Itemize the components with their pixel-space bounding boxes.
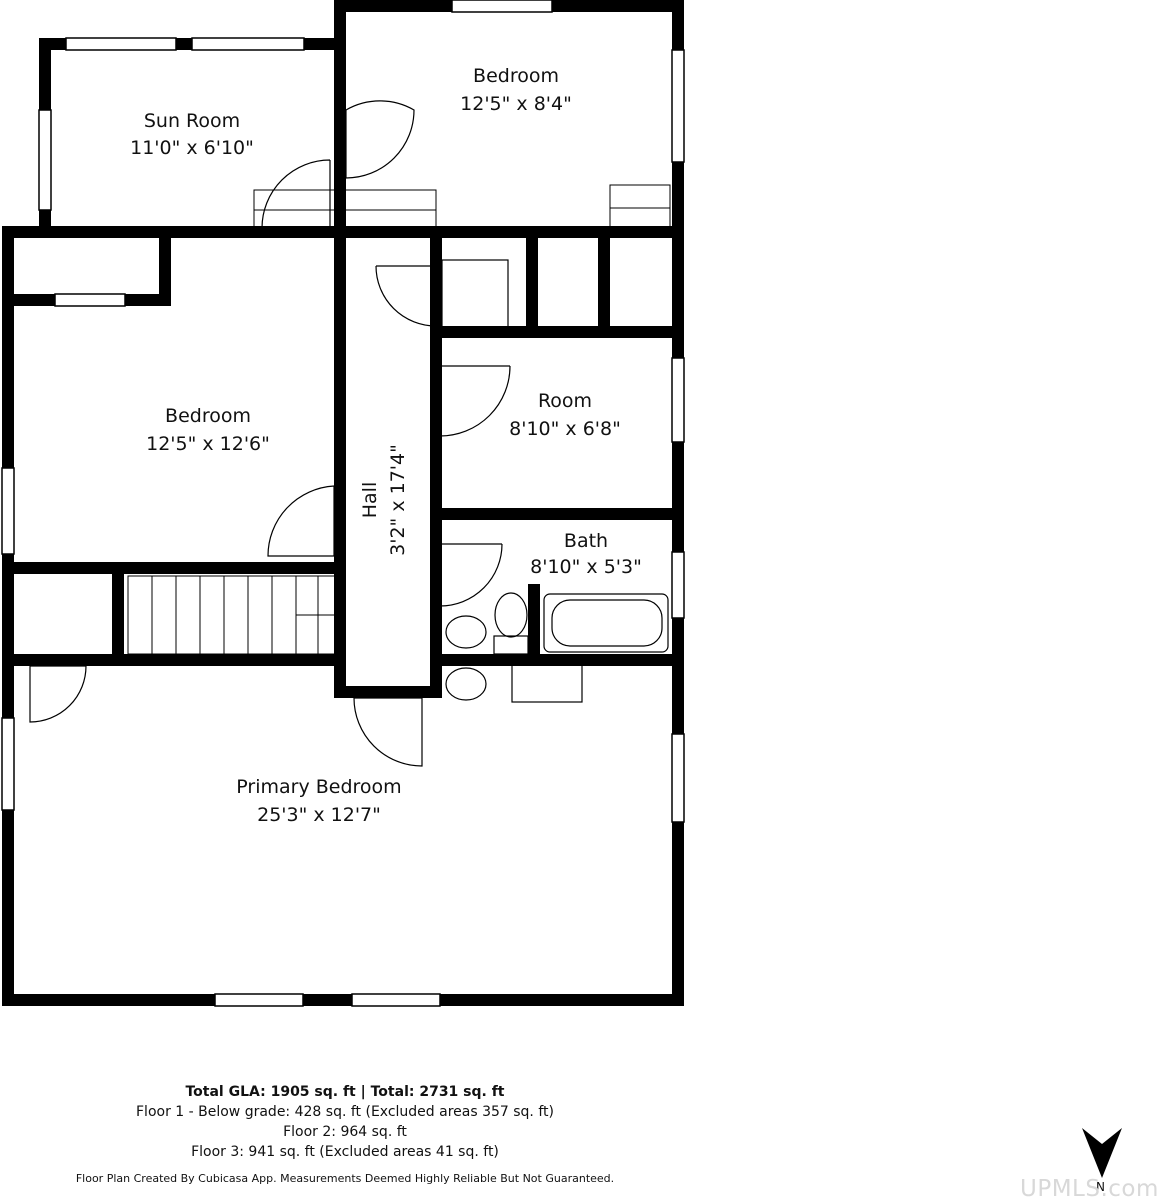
bedroom-top-dims: 12'5" x 8'4"	[460, 93, 572, 115]
bath-name: Bath	[564, 530, 608, 552]
door-swing	[261, 159, 331, 229]
closet-shelf	[441, 259, 509, 329]
window	[1, 467, 15, 555]
hall-dims: 3'2" x 17'4"	[387, 444, 409, 556]
closet-walls	[2, 226, 171, 306]
floor-2-area: Floor 2: 964 sq. ft	[283, 1124, 407, 1140]
right-rooms-walls	[430, 226, 684, 666]
sun-room-name: Sun Room	[144, 110, 240, 132]
window	[351, 993, 441, 1007]
doors	[29, 100, 511, 767]
windows	[1, 0, 685, 1007]
sun-room-dims: 11'0" x 6'10"	[130, 137, 254, 159]
window	[671, 551, 685, 619]
bedroom-left-dims: 12'5" x 12'6"	[146, 433, 270, 455]
sink	[445, 667, 487, 701]
bathtub-inner	[551, 599, 663, 647]
window	[671, 733, 685, 823]
stairs	[127, 184, 671, 655]
sink	[445, 615, 487, 649]
door-swing	[375, 265, 437, 327]
door-swing	[267, 485, 335, 557]
door-swing	[345, 100, 415, 179]
hall-walls	[334, 226, 442, 698]
window	[1, 717, 15, 811]
walls	[2, 0, 684, 1006]
disclaimer: Floor Plan Created By Cubicasa App. Meas…	[75, 1172, 615, 1185]
bedroom-left-name: Bedroom	[165, 405, 251, 427]
floor-1-area: Floor 1 - Below grade: 428 sq. ft (Exclu…	[136, 1104, 554, 1120]
vanity	[511, 663, 583, 703]
stairs-walls	[2, 562, 346, 666]
window	[671, 357, 685, 443]
window	[191, 37, 305, 51]
door-swing	[353, 697, 423, 767]
bedroom-top-walls	[334, 0, 684, 238]
toilet-bowl	[494, 592, 528, 638]
primary-bedroom-dims: 25'3" x 12'7"	[257, 804, 381, 826]
bath-fixtures	[441, 259, 669, 703]
bathtub	[543, 593, 669, 653]
room-name: Room	[538, 390, 592, 412]
window	[451, 0, 553, 13]
room-dims: 8'10" x 6'8"	[509, 418, 621, 440]
primary-bedroom-name: Primary Bedroom	[236, 776, 401, 798]
hall-name: Hall	[359, 482, 381, 519]
north-arrow-icon	[1082, 1128, 1122, 1178]
door-swing	[439, 365, 511, 437]
door-swing	[439, 543, 503, 607]
window	[65, 37, 177, 51]
window	[671, 49, 685, 163]
window	[54, 293, 126, 307]
footer-summary: Total GLA: 1905 sq. ft | Total: 2731 sq.…	[0, 1082, 690, 1162]
bath-dims: 8'10" x 5'3"	[530, 556, 642, 578]
bedroom-top-name: Bedroom	[473, 65, 559, 87]
toilet-tank	[493, 635, 529, 655]
floor-3-area: Floor 3: 941 sq. ft (Excluded areas 41 s…	[191, 1144, 499, 1160]
watermark-logo: UPMLS.com	[1020, 1176, 1159, 1202]
total-area: Total GLA: 1905 sq. ft | Total: 2731 sq.…	[185, 1084, 505, 1100]
floor-plan: Sun Room 11'0" x 6'10" Bedroom 12'5" x 8…	[1, 0, 685, 1007]
north-label: N	[1096, 1180, 1105, 1194]
door-swing	[29, 665, 87, 723]
window	[214, 993, 304, 1007]
window	[38, 109, 52, 211]
bedroom-left-walls	[2, 226, 346, 574]
